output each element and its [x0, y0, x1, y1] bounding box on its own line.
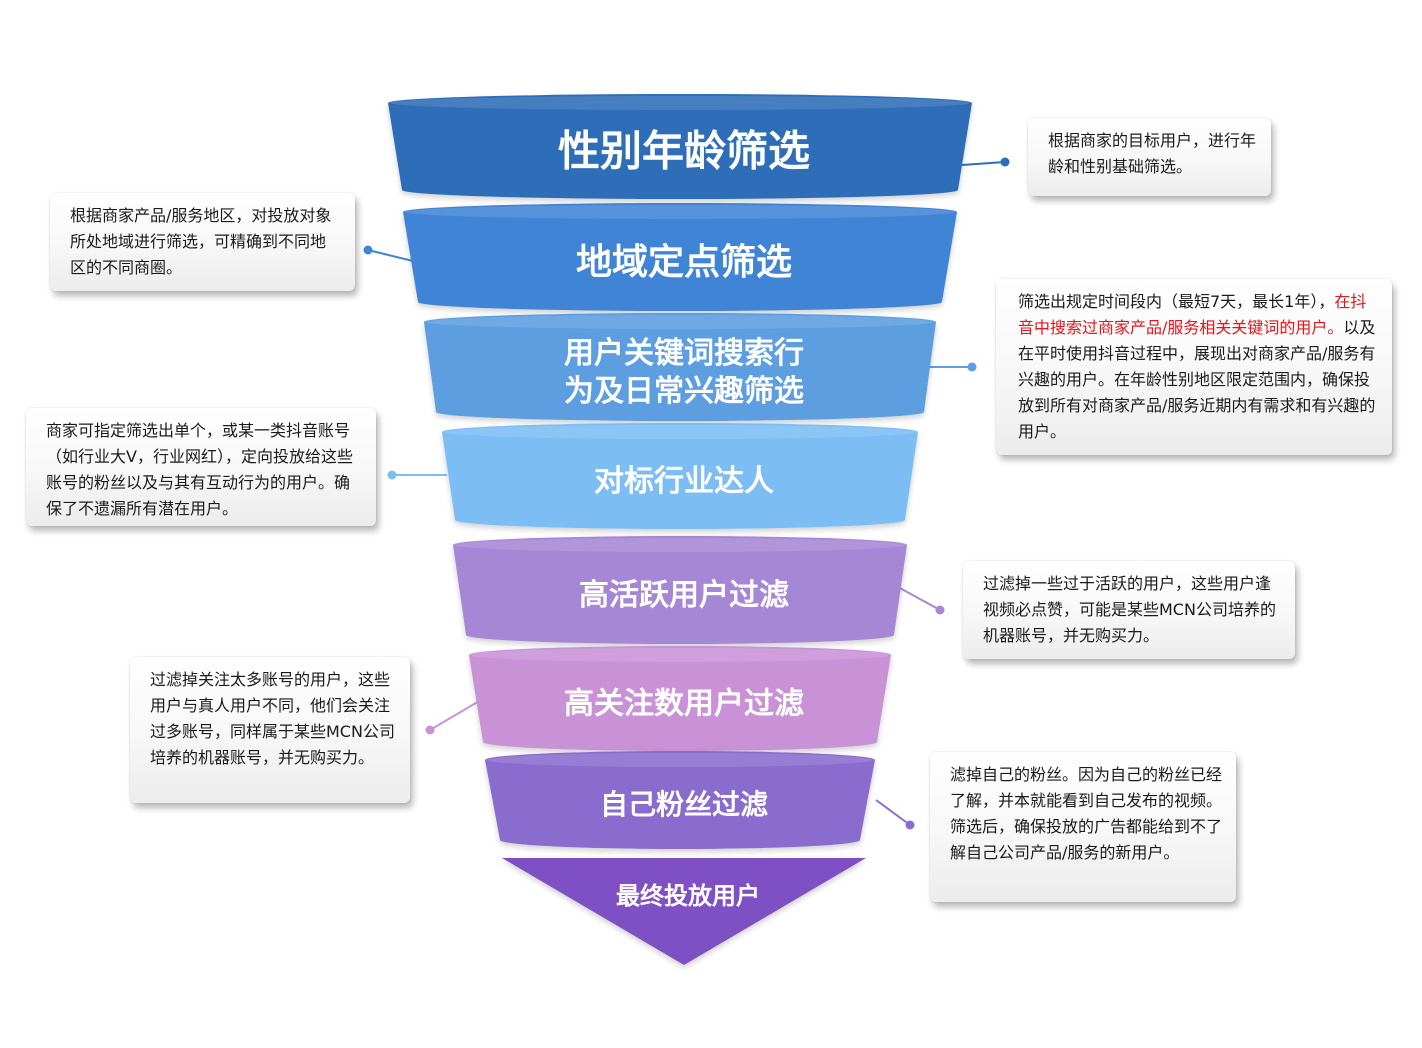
- funnel-stage-rim: [405, 205, 955, 219]
- funnel-stage-shape: [424, 313, 936, 421]
- funnel-stage: 高活跃用户过滤: [453, 536, 907, 644]
- funnel-stage: 性别年龄筛选: [388, 94, 972, 199]
- note-keyword-interest: 筛选出规定时间段内（最短7天，最长1年），在抖音中搜索过商家产品/服务相关关键词…: [996, 279, 1392, 455]
- funnel-stage-label: 用户关键词搜索行: [564, 336, 804, 371]
- note-text: 过滤掉一些过于活跃的用户，这些用户逢视频必点赞，可能是某些MCN公司培养的机器账…: [983, 574, 1276, 645]
- connector-line: [897, 586, 941, 611]
- funnel-stage-shape: [442, 423, 918, 529]
- connector-dot: [1000, 157, 1010, 167]
- note-text: 商家可指定筛选出单个，或某一类抖音账号（如行业大V，行业网红），定向投放给这些账…: [46, 421, 353, 518]
- funnel-stage-shape: [453, 536, 907, 644]
- funnel-stage-label: 自己粉丝过滤: [600, 788, 768, 821]
- connector-lines: [363, 157, 1010, 830]
- funnel-stage-label: 高活跃用户过滤: [579, 578, 789, 613]
- note-active-users: 过滤掉一些过于活跃的用户，这些用户逢视频必点赞，可能是某些MCN公司培养的机器账…: [963, 561, 1295, 659]
- funnel-stage-label: 地域定点筛选: [576, 242, 792, 283]
- funnel-stage: 对标行业达人: [442, 423, 918, 529]
- funnel-stage-rim: [471, 648, 889, 662]
- note-text: 以及在平时使用抖音过程中，展现出对商家产品/服务有兴趣的用户。在年龄性别地区限定…: [1018, 318, 1376, 441]
- funnel-stage-rim: [444, 425, 916, 439]
- funnel-stage-label: 性别年龄筛选: [558, 127, 810, 176]
- funnel-stage-label: 高关注数用户过滤: [564, 686, 804, 721]
- connector-dot: [363, 245, 373, 255]
- note-own-fans: 滤掉自己的粉丝。因为自己的粉丝已经了解，并本就能看到自己发布的视频。筛选后，确保…: [930, 752, 1236, 902]
- note-region: 根据商家产品/服务地区，对投放对象所处地域进行筛选，可精确到不同地区的不同商圈。: [50, 193, 355, 291]
- connector-line: [875, 799, 911, 826]
- funnel-stage-label: 为及日常兴趣筛选: [564, 374, 804, 409]
- funnel-stage-rim: [390, 96, 970, 110]
- funnel-stage-rim: [426, 315, 934, 329]
- connector-dot: [967, 362, 977, 372]
- note-text: 根据商家产品/服务地区，对投放对象所处地域进行筛选，可精确到不同地区的不同商圈。: [70, 206, 332, 277]
- funnel-stage-rim: [487, 753, 873, 767]
- funnel-final-shape: [502, 858, 866, 965]
- funnel-stage-shape: [403, 203, 957, 311]
- funnel-final: 最终投放用户: [502, 858, 866, 965]
- connector-dot: [425, 725, 435, 735]
- note-highlight: 在抖音中搜索过商家产品/服务相关关键词的用户。: [1018, 292, 1367, 337]
- note-text: 筛选出规定时间段内（最短7天，最长1年），: [1018, 292, 1335, 311]
- funnel-stage-shape: [485, 751, 875, 849]
- funnel-stage-label: 对标行业达人: [594, 464, 774, 499]
- connector-dot: [387, 470, 397, 480]
- connector-dot: [935, 605, 945, 615]
- funnel-stage: 地域定点筛选: [403, 203, 957, 311]
- note-text: 滤掉自己的粉丝。因为自己的粉丝已经了解，并本就能看到自己发布的视频。筛选后，确保…: [950, 765, 1223, 862]
- note-text: 根据商家的目标用户，进行年龄和性别基础筛选。: [1048, 131, 1257, 176]
- connector-line: [961, 161, 1006, 166]
- funnel-stage: 高关注数用户过滤: [469, 646, 891, 751]
- connector-dot: [905, 820, 915, 830]
- funnel-final-label: 最终投放用户: [616, 882, 760, 910]
- funnel-stage-shape: [469, 646, 891, 751]
- connector-line: [429, 699, 482, 731]
- note-industry-kol: 商家可指定筛选出单个，或某一类抖音账号（如行业大V，行业网红），定向投放给这些账…: [26, 408, 376, 526]
- connector-line: [367, 249, 418, 263]
- note-text: 过滤掉关注太多账号的用户，这些用户与真人用户不同，他们会关注过多账号，同样属于某…: [150, 670, 395, 767]
- funnel-stage-shape: [388, 94, 972, 199]
- note-gender-age: 根据商家的目标用户，进行年龄和性别基础筛选。: [1028, 118, 1271, 196]
- funnel-stage: 自己粉丝过滤: [485, 751, 875, 849]
- funnel-stage-rim: [455, 538, 905, 552]
- note-follow-count: 过滤掉关注太多账号的用户，这些用户与真人用户不同，他们会关注过多账号，同样属于某…: [130, 657, 410, 803]
